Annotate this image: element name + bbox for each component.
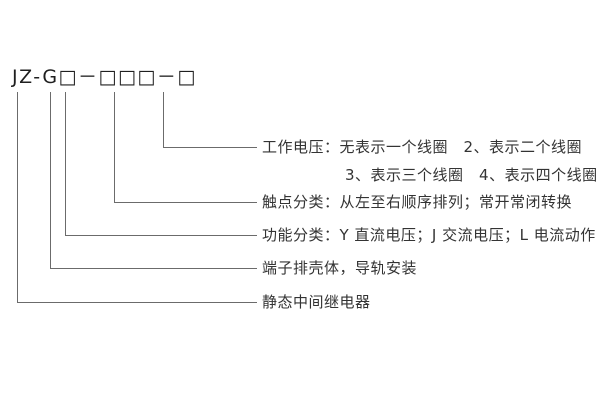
connector-product-line xyxy=(17,92,257,303)
connector-contact-class-line xyxy=(114,92,257,203)
connector-housing-line xyxy=(50,92,257,269)
model-code: JZ-G□－□□□－□ xyxy=(12,66,197,88)
label-working-voltage-line1: 工作电压：无表示一个线圈 2、表示二个线圈 xyxy=(262,138,583,156)
label-housing: 端子排壳体，导轨安装 xyxy=(262,259,418,277)
connector-function-class-line xyxy=(65,92,257,236)
label-product: 静态中间继电器 xyxy=(262,293,371,311)
label-working-voltage-line2: 3、表示三个线圈 4、表示四个线圈 xyxy=(345,166,598,184)
label-contact-class: 触点分类：从左至右顺序排列；常开常闭转换 xyxy=(262,193,573,211)
label-function-class: 功能分类：Y 直流电压；J 交流电压；L 电流动作 xyxy=(262,226,596,244)
connector-working-voltage-line xyxy=(163,92,257,148)
